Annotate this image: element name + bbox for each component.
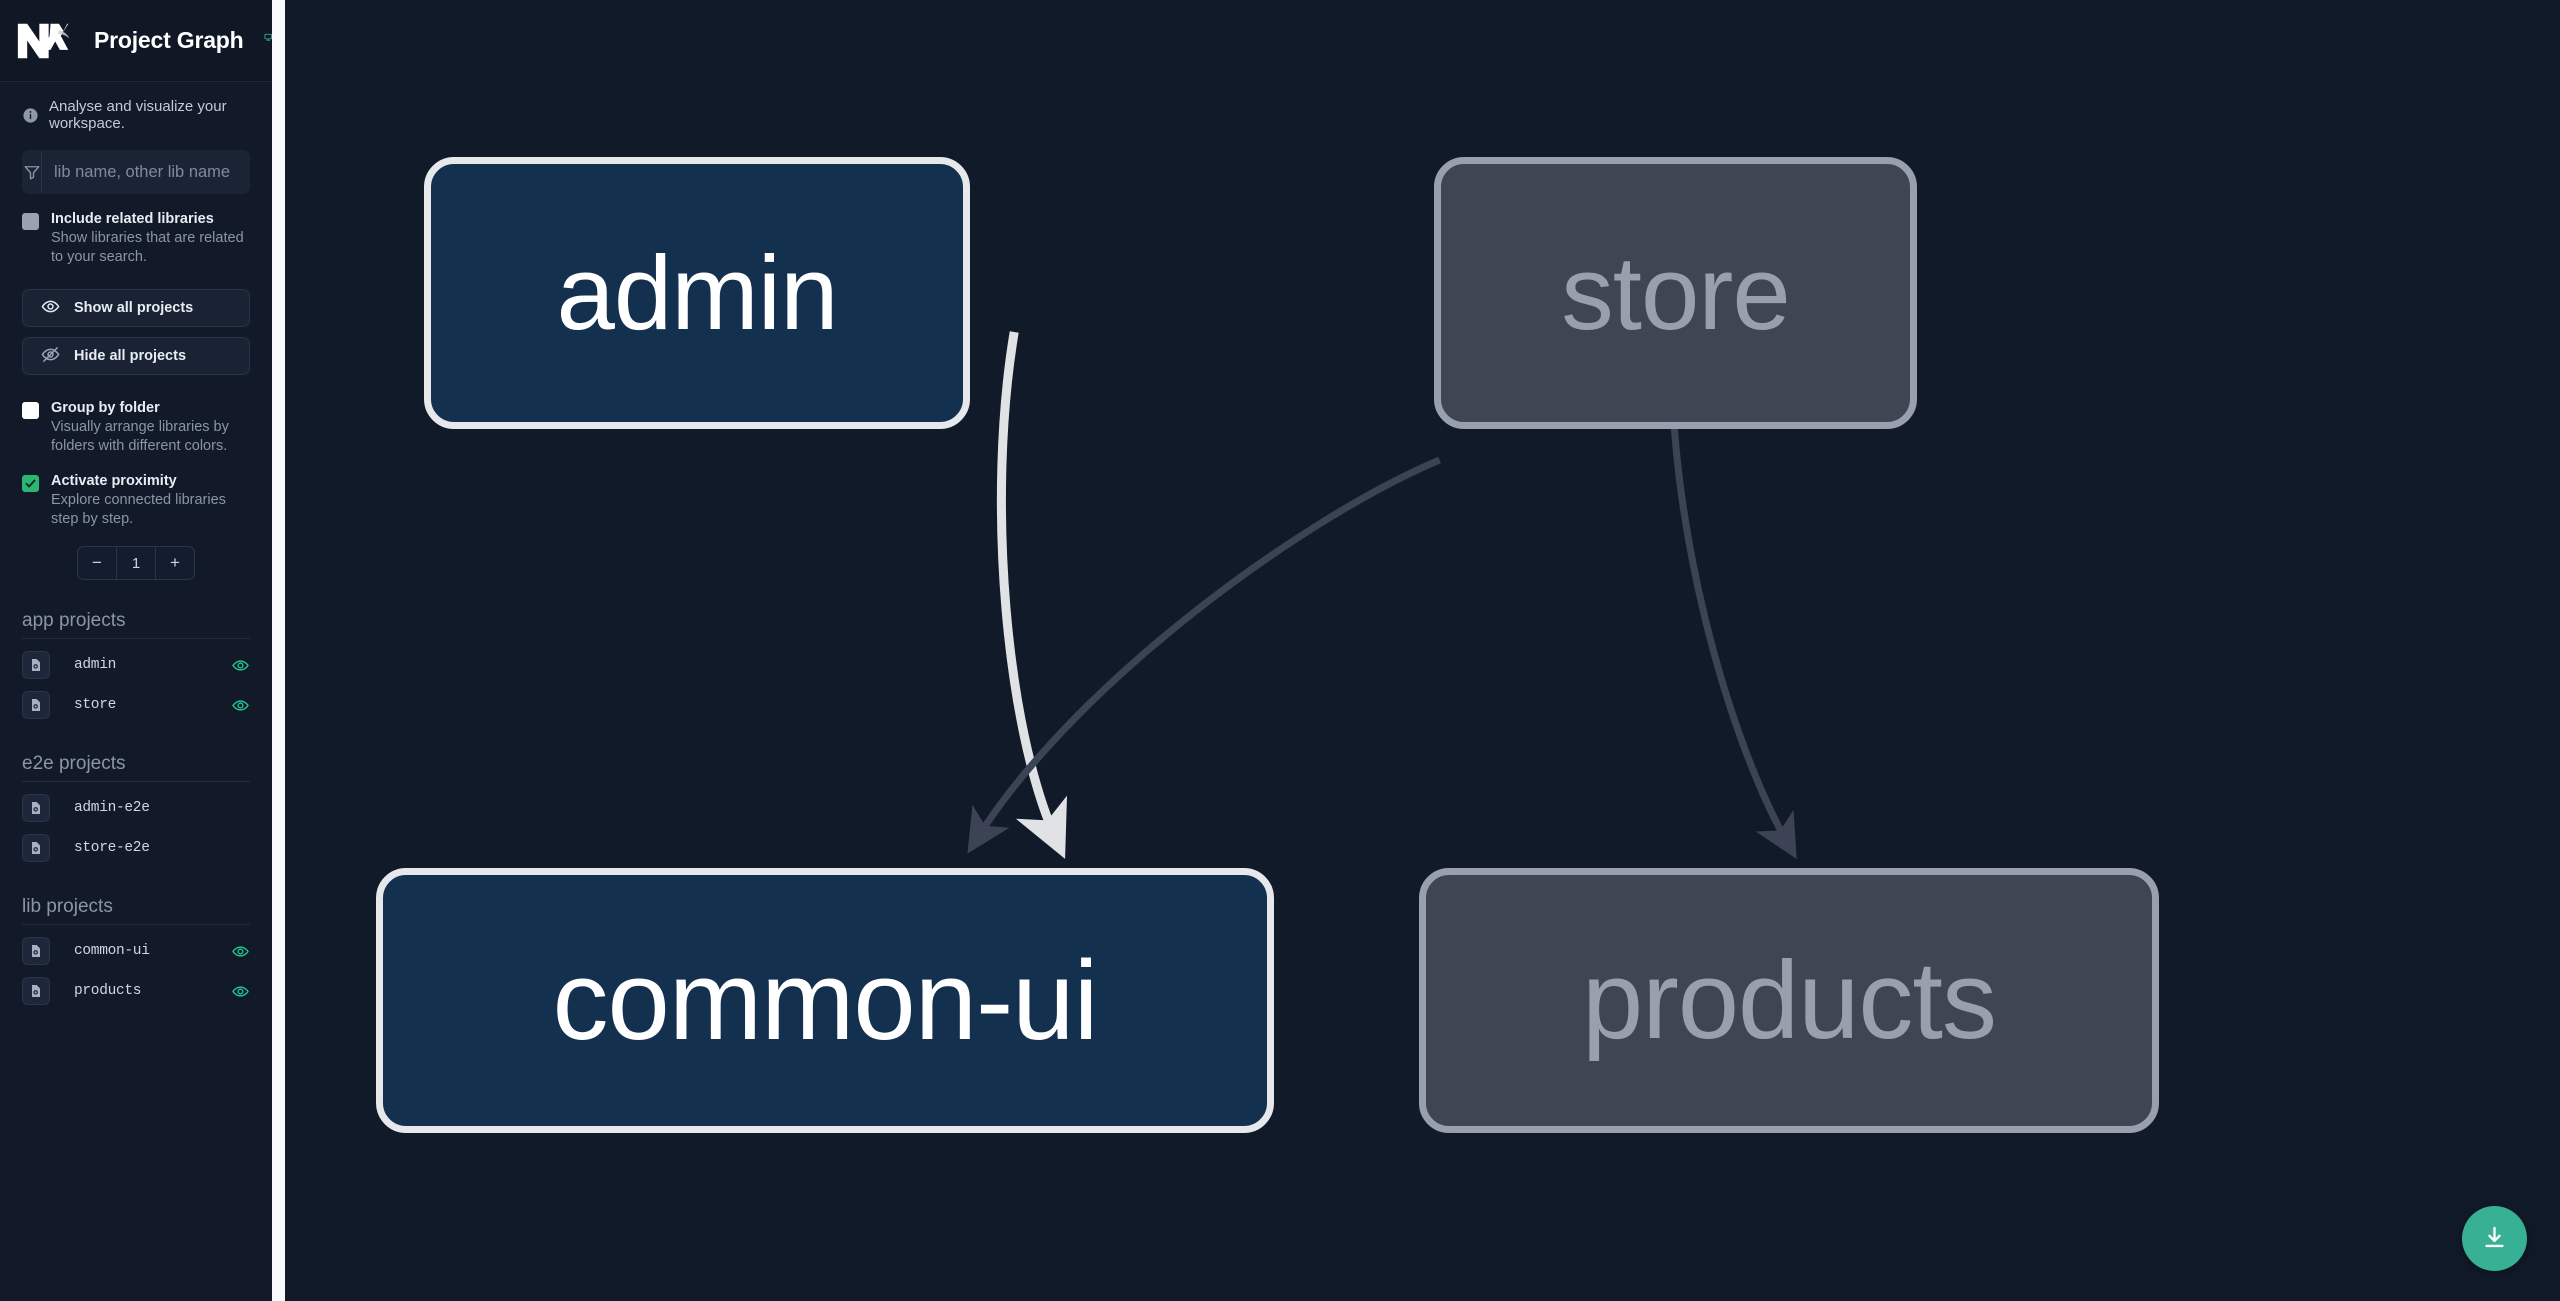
project-row-common-ui[interactable]: common-ui xyxy=(22,931,250,971)
option-title: Group by folder xyxy=(51,400,160,416)
graph-node-label: admin xyxy=(556,234,839,352)
hide-all-projects-button[interactable]: Hide all projects xyxy=(22,337,250,375)
sidebar-header: Project Graph xyxy=(0,0,272,82)
eye-visible-icon[interactable] xyxy=(231,942,250,961)
info-circle-icon xyxy=(22,107,39,124)
option-description: Visually arrange libraries by folders wi… xyxy=(51,419,229,454)
edge-store-to-common-ui xyxy=(967,456,1441,854)
nx-project-icon xyxy=(22,977,50,1005)
group-by-folder-checkbox[interactable] xyxy=(22,402,39,419)
download-button[interactable] xyxy=(2462,1206,2527,1271)
sidebar-resize-handle[interactable] xyxy=(272,0,285,1301)
show-all-projects-button[interactable]: Show all projects xyxy=(22,289,250,327)
project-name: admin-e2e xyxy=(74,800,150,816)
option-include-related-libraries[interactable]: Include related libraries Show libraries… xyxy=(22,210,250,267)
nx-project-icon xyxy=(22,794,50,822)
filter-funnel-icon xyxy=(23,151,42,193)
search-row[interactable] xyxy=(22,150,250,194)
visibility-buttons: Show all projects Hide all projects xyxy=(22,289,250,375)
project-row-admin[interactable]: admin xyxy=(22,645,250,685)
project-group-lib: lib projects common-ui products xyxy=(22,896,250,1011)
group-title: e2e projects xyxy=(22,753,250,782)
project-name: store-e2e xyxy=(74,840,150,856)
nx-project-icon xyxy=(22,691,50,719)
project-group-e2e: e2e projects admin-e2e store-e2e xyxy=(22,753,250,868)
project-name: admin xyxy=(74,657,117,673)
include-related-libraries-checkbox[interactable] xyxy=(22,213,39,230)
eye-visible-icon[interactable] xyxy=(231,696,250,715)
option-description: Explore connected libraries step by step… xyxy=(51,492,226,527)
search-input[interactable] xyxy=(42,151,249,193)
project-name: store xyxy=(74,697,117,713)
tagline-text: Analyse and visualize your workspace. xyxy=(49,98,227,132)
graph-node-products[interactable]: products xyxy=(1419,868,2159,1133)
eye-visible-icon[interactable] xyxy=(231,656,250,675)
show-all-projects-label: Show all projects xyxy=(74,300,194,316)
nx-project-icon xyxy=(22,937,50,965)
sidebar: Project Graph Analyse and visualize your… xyxy=(0,0,272,1301)
project-row-products[interactable]: products xyxy=(22,971,250,1011)
sidebar-controls: Include related libraries Show libraries… xyxy=(0,146,272,580)
project-group-app: app projects admin store xyxy=(22,610,250,725)
tagline: Analyse and visualize your workspace. xyxy=(0,82,272,146)
option-title: Include related libraries xyxy=(51,211,214,227)
eye-off-icon xyxy=(41,345,60,368)
proximity-increment-button[interactable]: + xyxy=(170,553,180,572)
project-row-store-e2e[interactable]: store-e2e xyxy=(22,828,250,868)
download-icon xyxy=(2481,1224,2508,1254)
nx-project-icon xyxy=(22,834,50,862)
hide-all-projects-label: Hide all projects xyxy=(74,348,187,364)
graph-canvas[interactable]: admin store common-ui products xyxy=(272,0,2560,1301)
group-title: lib projects xyxy=(22,896,250,925)
graph-node-store[interactable]: store xyxy=(1434,157,1917,429)
graph-node-label: products xyxy=(1582,938,1997,1062)
option-activate-proximity[interactable]: Activate proximity Explore connected lib… xyxy=(22,472,250,529)
graph-node-common-ui[interactable]: common-ui xyxy=(376,868,1274,1133)
activate-proximity-checkbox[interactable] xyxy=(22,475,39,492)
option-description: Show libraries that are related to your … xyxy=(51,230,244,265)
project-row-admin-e2e[interactable]: admin-e2e xyxy=(22,788,250,828)
project-name: common-ui xyxy=(74,943,150,959)
option-group-by-folder[interactable]: Group by folder Visually arrange librari… xyxy=(22,399,250,456)
eye-visible-icon[interactable] xyxy=(231,982,250,1001)
graph-node-label: store xyxy=(1561,234,1790,352)
project-row-store[interactable]: store xyxy=(22,685,250,725)
group-title: app projects xyxy=(22,610,250,639)
project-name: products xyxy=(74,983,142,999)
nx-project-icon xyxy=(22,651,50,679)
proximity-decrement-button[interactable]: − xyxy=(92,553,102,572)
eye-icon xyxy=(41,297,60,320)
page-title: Project Graph xyxy=(94,27,244,53)
option-title: Activate proximity xyxy=(51,473,177,489)
monitor-icon[interactable] xyxy=(263,29,273,53)
proximity-value: 1 xyxy=(116,547,156,579)
graph-node-label: common-ui xyxy=(552,937,1099,1063)
project-lists: app projects admin store xyxy=(0,610,272,1301)
edge-admin-to-common-ui xyxy=(996,331,1068,859)
graph-node-admin[interactable]: admin xyxy=(424,157,970,429)
proximity-stepper: − 1 + xyxy=(77,546,195,580)
nx-logo-icon xyxy=(16,20,72,62)
